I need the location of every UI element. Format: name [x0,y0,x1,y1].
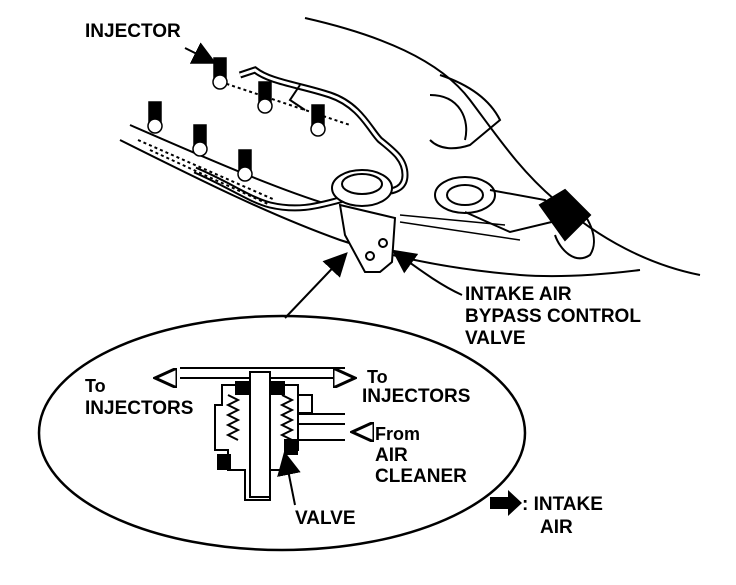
label-valve-name-line1: INTAKE AIR [465,284,572,305]
leader-lines [184,42,463,319]
legend: : INTAKE AIR [522,494,603,538]
label-injectors-left: INJECTORS [85,398,193,419]
legend-text-line2: AIR [540,517,573,538]
label-valve-name: INTAKE AIR BYPASS CONTROL VALVE [465,284,641,349]
injector-ports-dashed [137,79,351,206]
label-injectors-right: INJECTORS [362,386,470,407]
flow-arrows [155,378,372,506]
legend-text-line1: : INTAKE [522,494,603,515]
injector-icon [192,124,208,157]
injector-icon [212,57,228,90]
label-injector: INJECTOR [85,21,181,42]
injector-icon [310,104,326,137]
label-to-injectors-left: To INJECTORS [85,376,193,419]
label-to-injectors-right: To INJECTORS [362,367,470,407]
bypass-valve-illustration [331,169,397,273]
label-from-air-cleaner: From AIR CLEANER [375,424,467,487]
label-air: AIR [375,445,408,466]
detail-ellipse [37,314,527,552]
injector-icon [257,81,273,114]
label-from: From [375,424,420,444]
label-cleaner: CLEANER [375,466,467,487]
injector-icon [237,149,253,182]
label-valve: VALVE [295,508,356,529]
injector-icons [147,57,326,182]
label-to-right: To [367,367,388,387]
injector-icon [147,101,163,134]
valve-cross-section [180,367,345,501]
label-valve-name-line2: BYPASS CONTROL [465,306,641,327]
label-to-left: To [85,376,106,396]
label-valve-name-line3: VALVE [465,328,526,349]
legend-arrow-icon [490,490,522,516]
